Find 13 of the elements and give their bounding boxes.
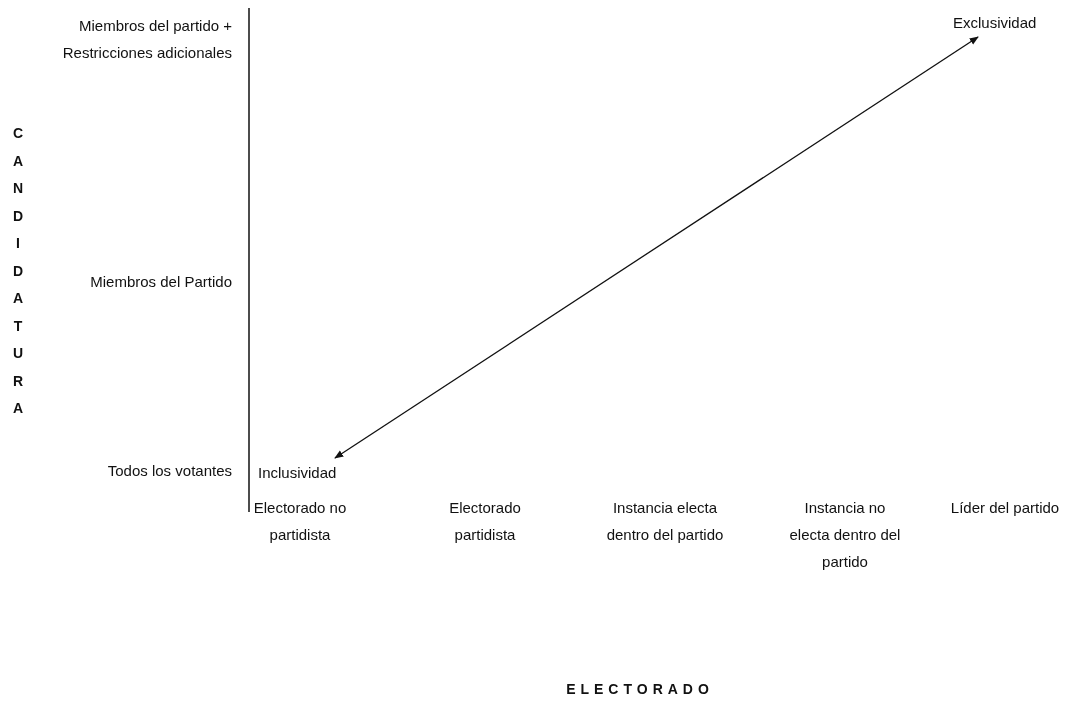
double-headed-arrow bbox=[334, 36, 979, 459]
axis-end-label: Exclusividad bbox=[953, 9, 1077, 36]
axis-end-label: Inclusividad bbox=[258, 459, 380, 486]
x-axis-tick-label: Electorado partidista bbox=[448, 498, 522, 545]
x-axis-tick-label: Instancia electa dentro del partido bbox=[605, 498, 725, 545]
y-axis-tick-label: Todos los votantes bbox=[106, 461, 232, 481]
x-axis-tick-label: Líder del partido bbox=[949, 498, 1061, 518]
y-axis-title: CANDIDATURA bbox=[12, 124, 24, 418]
x-axis-title: ELECTORADO bbox=[565, 680, 715, 699]
x-axis-tick-label: Instancia no electa dentro del partido bbox=[788, 498, 902, 572]
y-axis-tick-label: Miembros del partido + Restricciones adicionales bbox=[61, 16, 232, 63]
x-axis-tick-label: Electorado no partidista bbox=[252, 498, 348, 545]
y-axis-tick-label: Miembros del Partido bbox=[89, 272, 232, 292]
